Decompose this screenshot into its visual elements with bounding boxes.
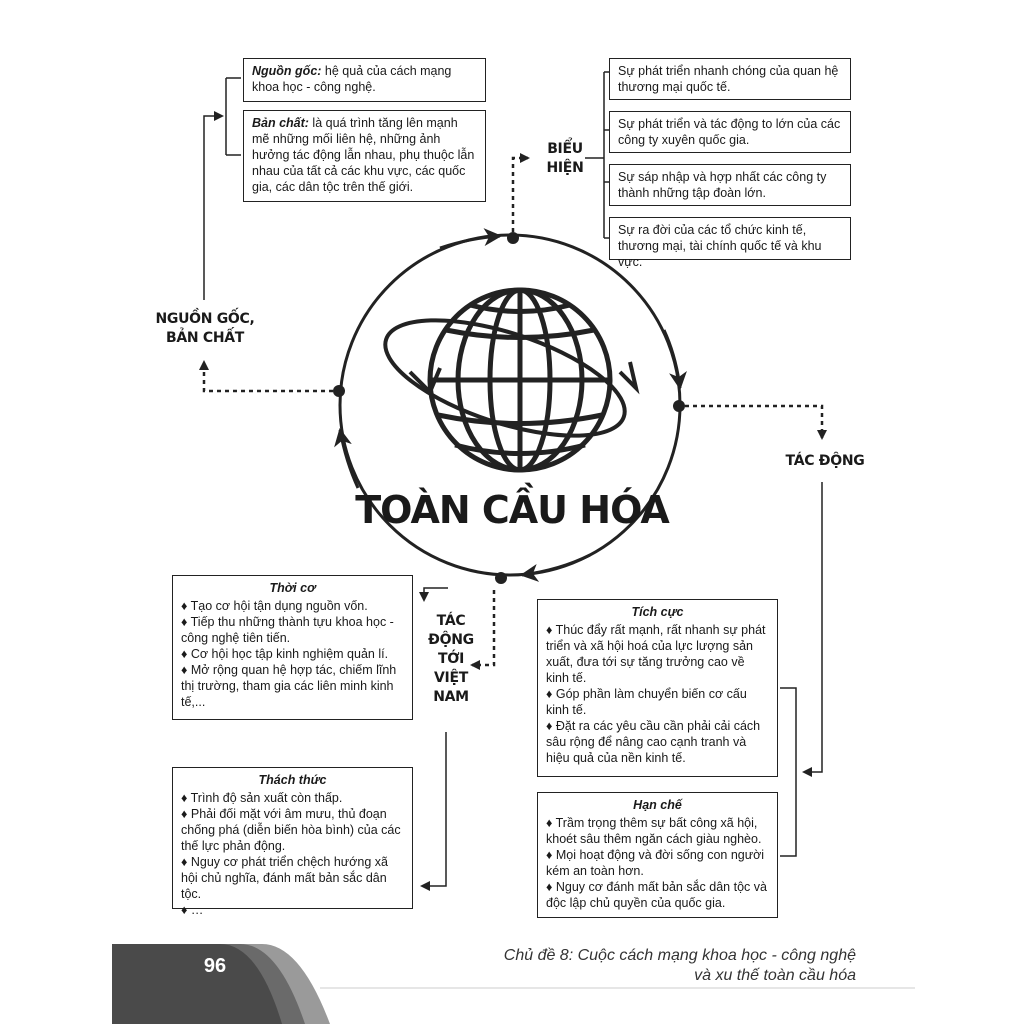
negative-box: Hạn chế ♦ Trầm trọng thêm sự bất công xã… bbox=[537, 792, 778, 918]
connector-express bbox=[511, 153, 530, 232]
cycle-arrow-top bbox=[439, 228, 502, 250]
node-dot-top bbox=[507, 232, 519, 244]
impact-line: TÁC ĐỘNG bbox=[785, 453, 865, 469]
origin-line-1: NGUỒN GỐC, bbox=[155, 311, 255, 327]
source-box: Nguồn gốc: hệ quả của cách mạng khoa học… bbox=[243, 58, 486, 102]
negative-item: ♦ Mọi hoạt động và đời sống con người ké… bbox=[546, 848, 765, 878]
positive-item: ♦ Góp phần làm chuyển biến cơ cấu kinh t… bbox=[546, 687, 747, 717]
expression-text-2: Sự phát triển và tác động to lớn của các… bbox=[618, 117, 841, 147]
opportunity-item: ♦ Tiếp thu những thành tựu khoa học - cô… bbox=[181, 615, 394, 645]
opportunities-box: Thời cơ ♦ Tạo cơ hội tận dụng nguồn vốn.… bbox=[172, 575, 413, 720]
connector-vietnam bbox=[470, 590, 496, 670]
vn-line-3: TỚI bbox=[437, 651, 465, 667]
globe-icon bbox=[383, 287, 640, 473]
chapter-line-1: Chủ đề 8: Cuộc cách mạng khoa học - công… bbox=[503, 947, 856, 964]
vn-line-1: TÁC bbox=[436, 613, 466, 629]
challenge-item: ♦ Phải đối mặt với âm mưu, thủ đoạn chốn… bbox=[181, 807, 401, 853]
expression-text-3: Sự sáp nhập và hợp nhất các công ty thàn… bbox=[618, 170, 827, 200]
bracket-impact bbox=[780, 687, 797, 857]
express-line-2: HIỆN bbox=[546, 160, 584, 176]
nature-text: là quá trình tăng lên mạnh mẽ những mối … bbox=[252, 116, 475, 194]
expression-box-1: Sự phát triển nhanh chóng của quan hệ th… bbox=[609, 58, 851, 100]
positive-item: ♦ Đặt ra các yêu cầu cần phải cải cách s… bbox=[546, 719, 761, 765]
node-dot-bottom bbox=[495, 572, 507, 584]
bracket-origin bbox=[225, 77, 241, 156]
negative-title: Hạn chế bbox=[633, 798, 682, 812]
impact-node-label: TÁC ĐỘNG bbox=[770, 452, 880, 471]
expression-box-4: Sự ra đời của các tổ chức kinh tế, thươn… bbox=[609, 217, 851, 269]
footer-decoration bbox=[112, 944, 915, 1024]
positive-item: ♦ Thúc đẩy rất mạnh, rất nhanh sự phát t… bbox=[546, 623, 766, 685]
cycle-arrow-right bbox=[662, 329, 687, 390]
connector-opportunity bbox=[419, 587, 448, 602]
cycle-arrow-bottom bbox=[520, 553, 591, 582]
challenge-item: ♦ Nguy cơ phát triển chệch hướng xã hội … bbox=[181, 855, 388, 901]
vietnam-node-label: TÁC ĐỘNG TỚI VIỆT NAM bbox=[426, 612, 476, 707]
challenges-box: Thách thức ♦ Trình độ sản xuất còn thấp.… bbox=[172, 767, 413, 917]
expression-text-4: Sự ra đời của các tổ chức kinh tế, thươn… bbox=[618, 223, 822, 269]
expression-box-2: Sự phát triển và tác động to lớn của các… bbox=[609, 111, 851, 153]
challenge-item: ♦ … bbox=[181, 903, 204, 917]
connector-origin bbox=[199, 360, 333, 393]
connector-impact bbox=[685, 404, 827, 440]
node-dot-left bbox=[333, 385, 345, 397]
nature-label: Bản chất: bbox=[252, 116, 309, 130]
vn-line-4: VIỆT bbox=[434, 670, 468, 686]
cycle-arrow-left bbox=[334, 428, 360, 489]
positive-title: Tích cực bbox=[631, 605, 684, 619]
negative-item: ♦ Trầm trọng thêm sự bất công xã hội, kh… bbox=[546, 816, 762, 846]
source-text: hệ quả của cách mạng khoa học - công ngh… bbox=[252, 64, 452, 94]
origin-line-2: BẢN CHẤT bbox=[165, 330, 245, 346]
expression-text-1: Sự phát triển nhanh chóng của quan hệ th… bbox=[618, 64, 839, 94]
opportunity-item: ♦ Cơ hội học tập kinh nghiệm quản lí. bbox=[181, 647, 389, 661]
opportunity-item: ♦ Mở rộng quan hệ hợp tác, chiếm lĩnh th… bbox=[181, 663, 397, 709]
express-line-1: BIỂU bbox=[547, 141, 583, 157]
vn-line-5: NAM bbox=[433, 689, 469, 705]
positive-box: Tích cực ♦ Thúc đẩy rất mạnh, rất nhanh … bbox=[537, 599, 778, 777]
opportunity-item: ♦ Tạo cơ hội tận dụng nguồn vốn. bbox=[181, 599, 368, 613]
challenges-title: Thách thức bbox=[258, 773, 327, 787]
connector-challenge bbox=[420, 732, 447, 891]
expression-box-3: Sự sáp nhập và hợp nhất các công ty thàn… bbox=[609, 164, 851, 206]
challenge-item: ♦ Trình độ sản xuất còn thấp. bbox=[181, 791, 343, 805]
connector-origin-up bbox=[203, 111, 224, 300]
nature-box: Bản chất: là quá trình tăng lên mạnh mẽ … bbox=[243, 110, 486, 202]
express-node-label: BIỂU HIỆN bbox=[540, 140, 590, 178]
source-label: Nguồn gốc: bbox=[252, 64, 322, 78]
origin-node-label: NGUỒN GỐC, BẢN CHẤT bbox=[150, 310, 260, 348]
page-number: 96 bbox=[203, 955, 227, 977]
chapter-title: Chủ đề 8: Cuộc cách mạng khoa học - công… bbox=[504, 946, 856, 986]
connector-impact-down bbox=[802, 482, 823, 777]
negative-item: ♦ Nguy cơ đánh mất bản sắc dân tộc và độ… bbox=[546, 880, 767, 910]
node-dot-right bbox=[673, 400, 685, 412]
chapter-line-2: và xu thế toàn cầu hóa bbox=[694, 967, 856, 984]
main-title: TOÀN CẦU HÓA bbox=[355, 488, 670, 532]
opportunities-title: Thời cơ bbox=[269, 581, 316, 595]
vn-line-2: ĐỘNG bbox=[428, 632, 474, 648]
